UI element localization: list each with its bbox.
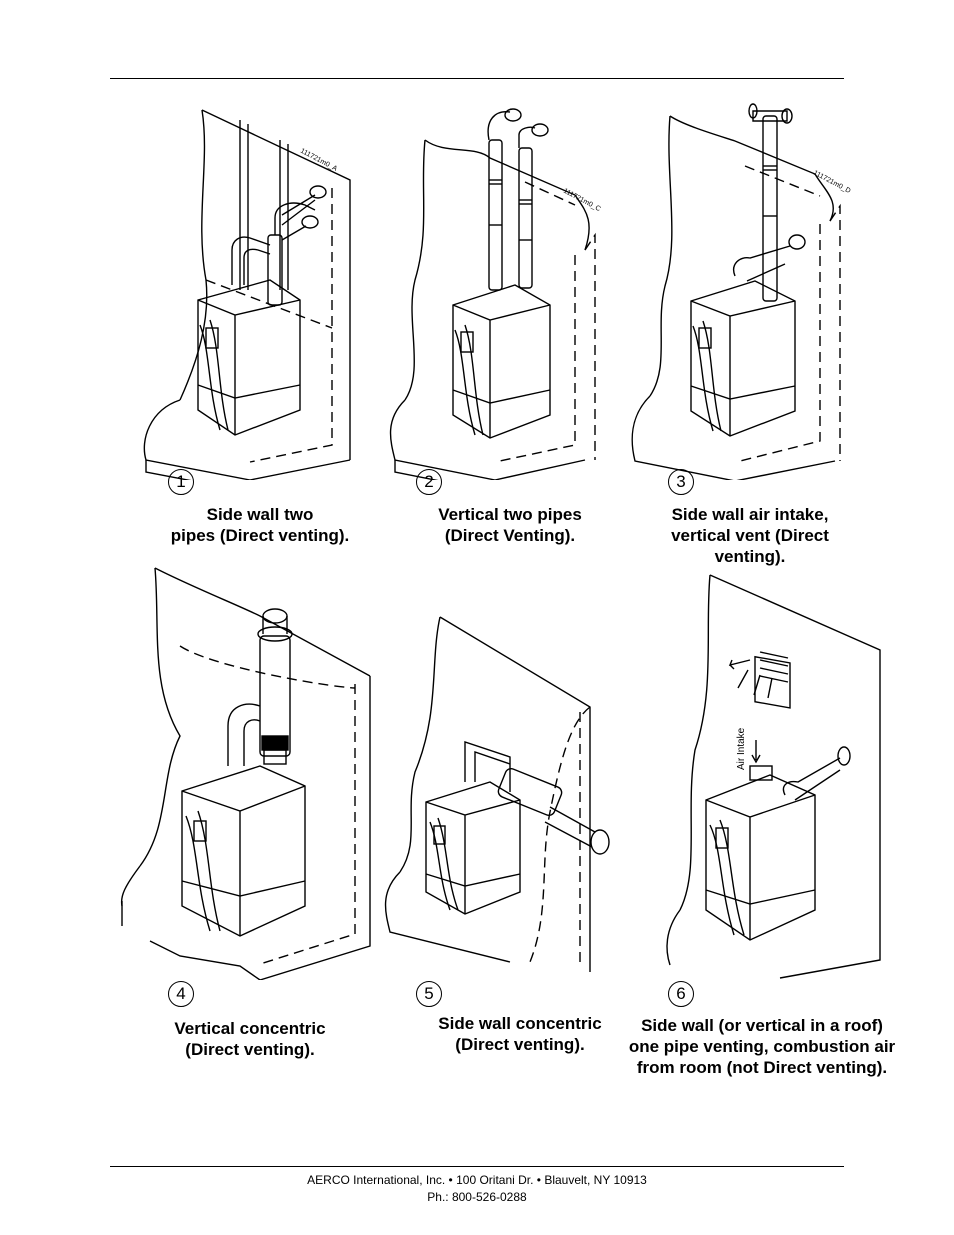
footer-phone: Ph.: 800-526-0288	[427, 1190, 527, 1204]
drawing-code-2: 111721m0_C	[562, 188, 601, 213]
panel-4-illustration	[120, 566, 380, 980]
panel-1-caption-line-2: pipes (Direct venting).	[170, 526, 350, 545]
footer-address: AERCO International, Inc. • 100 Oritani …	[307, 1173, 647, 1187]
vertical-two-pipes-drawing: 111721m0_C	[389, 108, 602, 480]
panel-5-caption-line-1: Side wall concentric	[438, 1014, 602, 1033]
panel-1-caption: Side wall two pipes (Direct venting).	[140, 504, 380, 546]
panel-3-caption-line-2: vertical vent (Direct	[671, 526, 829, 545]
panel-1-caption-line-1: Side wall two	[206, 505, 314, 524]
panel-3-illustration: 111721m0_D	[625, 96, 865, 480]
panel-3-caption-line-1: Side wall air intake,	[671, 505, 829, 524]
drawing-code-1: 111721m0_A	[299, 148, 338, 173]
panel-6-number: 6	[668, 981, 694, 1007]
side-wall-two-pipes-drawing: 111721m0_A	[143, 109, 351, 480]
panel-6-caption-line-3: from room (not Direct venting).	[636, 1058, 888, 1077]
panel-6-caption: Side wall (or vertical in a roof) one pi…	[612, 1015, 912, 1078]
header-rule	[110, 78, 844, 79]
panel-5-caption: Side wall concentric (Direct venting).	[390, 1013, 650, 1055]
panel-3-caption: Side wall air intake, vertical vent (Dir…	[630, 504, 870, 567]
one-pipe-room-air-drawing	[666, 574, 881, 979]
panel-2-caption: Vertical two pipes (Direct Venting).	[395, 504, 625, 546]
panel-4-caption: Vertical concentric (Direct venting).	[130, 1018, 370, 1060]
panel-5-illustration	[380, 612, 630, 982]
panel-2-number: 2	[416, 469, 442, 495]
panel-6-illustration: Air Intake	[660, 570, 890, 980]
side-wall-concentric-drawing	[384, 616, 610, 972]
vertical-concentric-drawing	[120, 567, 371, 980]
air-intake-label: Air Intake	[736, 727, 747, 770]
drawing-code-3: 111721m0_D	[812, 170, 851, 195]
panel-5-caption-line-2: (Direct venting).	[455, 1035, 585, 1054]
panel-2-illustration: 111721m0_C	[385, 100, 615, 480]
panel-5-number: 5	[416, 981, 442, 1007]
panel-3-caption-line-3: venting).	[714, 547, 786, 566]
panel-2-caption-line-2: (Direct Venting).	[444, 526, 576, 545]
footer: AERCO International, Inc. • 100 Oritani …	[0, 1172, 954, 1206]
panel-1-number: 1	[168, 469, 194, 495]
side-wall-air-intake-vertical-vent-drawing: 111721m0_D	[631, 103, 852, 480]
footer-rule	[110, 1166, 844, 1167]
panel-6-caption-line-2: one pipe venting, combustion air	[628, 1037, 896, 1056]
panel-4-caption-line-1: Vertical concentric	[174, 1019, 326, 1038]
panel-4-number: 4	[168, 981, 194, 1007]
panel-4-caption-line-2: (Direct venting).	[185, 1040, 315, 1059]
panel-3-number: 3	[668, 469, 694, 495]
panel-6-caption-line-1: Side wall (or vertical in a roof)	[641, 1016, 883, 1035]
panel-1-illustration: 111721m0_A	[140, 100, 370, 480]
panel-2-caption-line-1: Vertical two pipes	[438, 505, 582, 524]
